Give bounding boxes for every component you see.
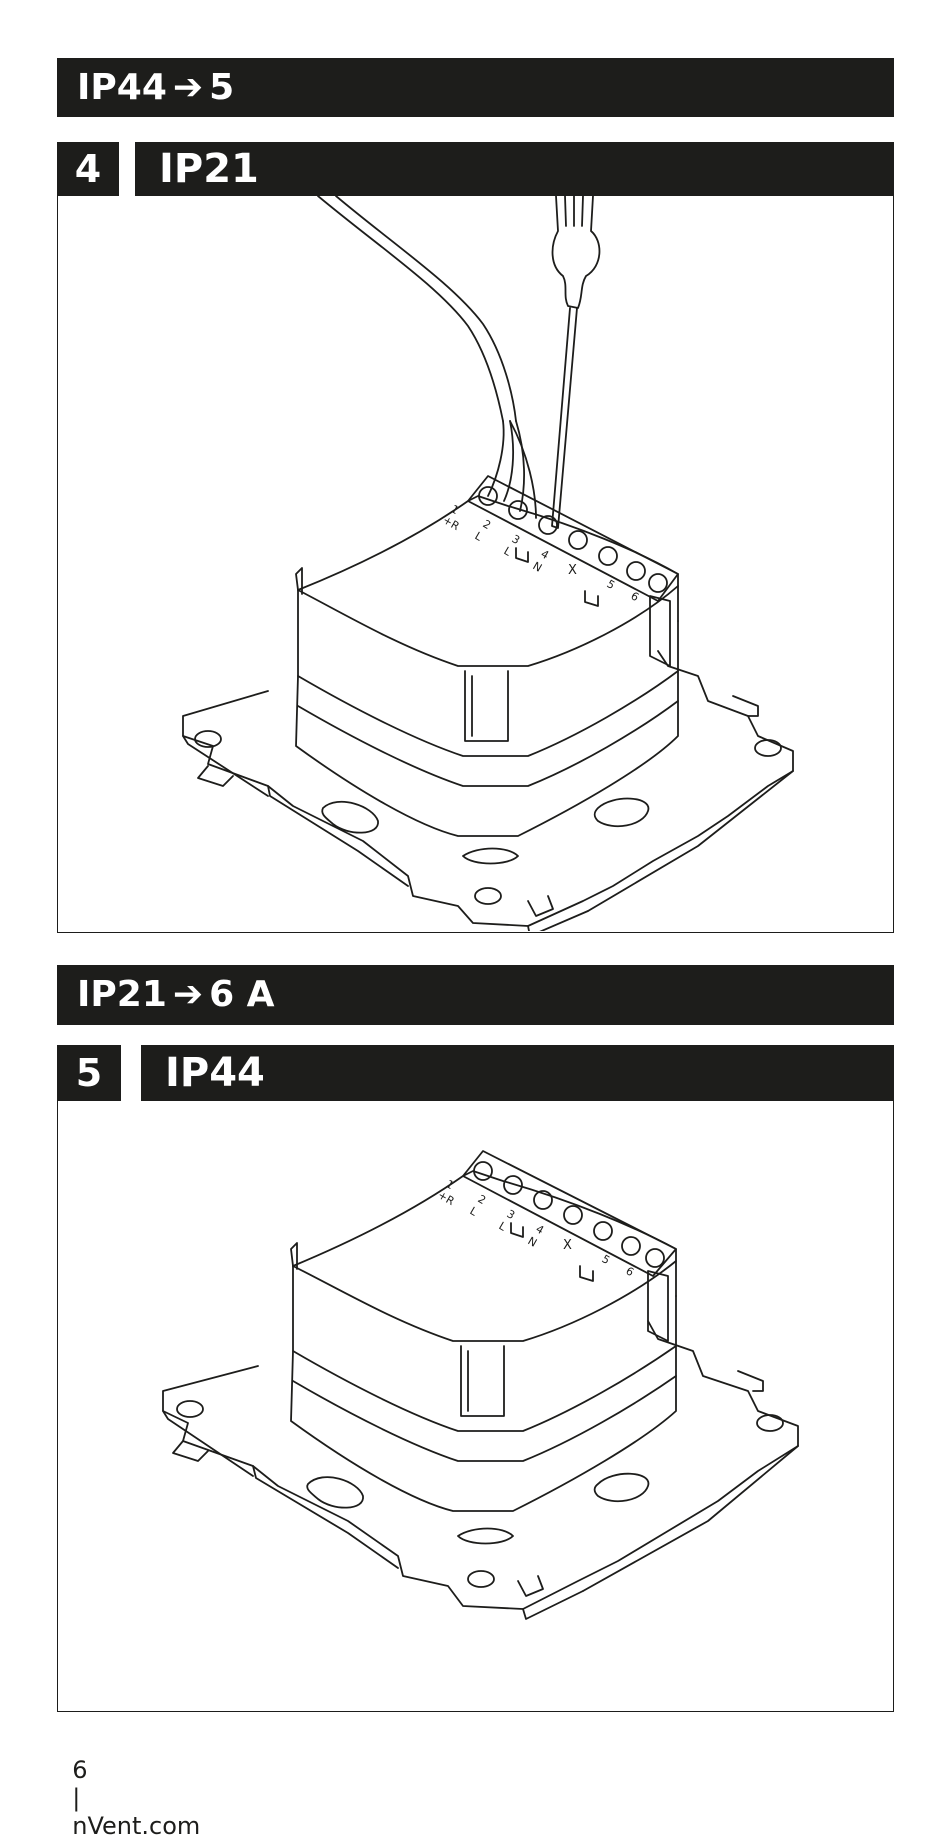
step-5-header: 5 IP44 [57,1045,894,1101]
terminal-label-2-sub: L [473,529,486,544]
mounting-frame-icon [182,650,794,931]
section-header-ip21-to-6a: IP21➔6 A [57,965,894,1025]
thermostat-module-icon [290,1150,677,1512]
terminal-label-3: 3 [505,1207,518,1222]
terminal-label-5: 5 [600,1252,613,1267]
mounting-frame-icon [162,1320,799,1620]
terminal-label-2-sub: L [468,1204,481,1219]
step-4-illustration-frame: 1 +R 2 L 3 L 4 N X 5 6 [57,196,894,933]
terminal-label-5: 5 [605,577,618,592]
footer-site: nVent.com [72,1812,201,1840]
terminal-label-x: X [568,563,577,578]
arrow-right-icon: ➔ [172,974,204,1015]
thermostat-module-icon [295,475,679,837]
arrow-right-icon: ➔ [172,67,204,108]
terminal-label-6: 6 [629,589,642,604]
terminal-label-3: 3 [510,532,523,547]
section-header-text: IP44➔5 [77,58,234,117]
terminal-label-2: 2 [481,517,494,532]
step-number: 4 [57,142,119,196]
step-number: 5 [57,1045,121,1101]
terminal-label-4: 4 [539,547,552,562]
step-4-header: 4 IP21 [57,142,894,196]
header-to: 6 A [209,974,275,1015]
terminal-label-4-sub: N [531,559,545,574]
step-title: IP44 [141,1045,894,1101]
footer-separator: | [72,1784,81,1812]
terminal-label-6: 6 [624,1264,637,1279]
screwdriver-icon [551,196,601,529]
step-5-illustration: 1 +R 2 L 3 L 4 N X 5 6 [162,1150,799,1620]
terminal-label-2: 2 [476,1192,489,1207]
cable-icon [317,196,537,519]
terminal-label-3-sub: L [497,1219,510,1234]
step-5-illustration-frame: 1 +R 2 L 3 L 4 N X 5 6 [57,1101,894,1712]
header-from: IP44 [77,67,167,108]
section-header-ip44-to-5: IP44➔5 [57,58,894,117]
page-footer: 6 | nVent.com [57,1728,200,1840]
header-to: 5 [209,67,235,108]
terminal-label-4-sub: N [526,1234,540,1249]
terminal-label-x: X [563,1238,572,1253]
step-title: IP21 [135,142,894,196]
terminal-label-3-sub: L [502,544,515,559]
header-from: IP21 [77,974,167,1015]
terminal-label-4: 4 [534,1222,547,1237]
section-header-text: IP21➔6 A [77,965,275,1025]
step-4-illustration: 1 +R 2 L 3 L 4 N X 5 6 [182,196,794,931]
page-number: 6 [72,1756,88,1784]
